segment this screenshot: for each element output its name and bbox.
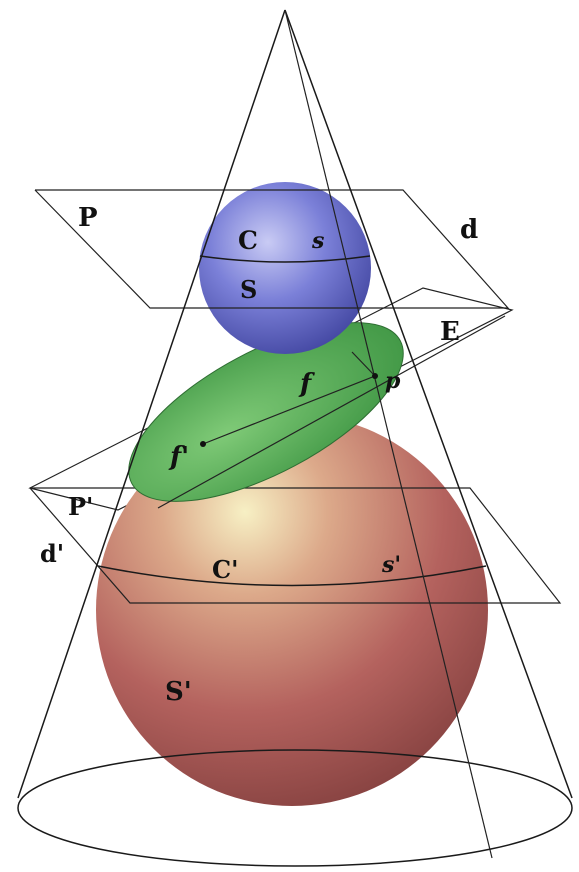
label-f-prime: f'	[168, 442, 189, 472]
segment-p-f-prime	[202, 375, 376, 445]
construction-lines	[157, 9, 506, 859]
label-sphere-s-prime: S'	[165, 677, 192, 707]
sphere-bottom	[96, 414, 488, 806]
label-sphere-s: S	[240, 275, 257, 304]
label-p: P	[78, 203, 98, 233]
label-c: C	[238, 226, 258, 255]
cone	[17, 9, 573, 867]
label-s: s	[311, 228, 324, 254]
sphere-top	[199, 182, 371, 354]
label-c-prime: C'	[212, 555, 238, 584]
label-s-prime: s'	[381, 552, 401, 578]
circle-c	[199, 255, 371, 263]
circle-c-prime	[97, 565, 487, 587]
segment-p-f	[351, 351, 376, 377]
label-d-prime: d'	[40, 539, 64, 568]
label-p-prime: P'	[68, 492, 93, 521]
label-d: d	[460, 215, 478, 245]
generatrix-line	[284, 9, 493, 859]
plane-p	[34, 189, 510, 309]
ellipse-e	[128, 322, 404, 502]
label-p-point: p	[385, 368, 401, 394]
fold-line	[157, 315, 506, 509]
label-f: f	[298, 369, 315, 399]
label-e: E	[440, 317, 460, 347]
labels: P C s S d E f p f' P' d' C' s' S'	[40, 203, 478, 707]
